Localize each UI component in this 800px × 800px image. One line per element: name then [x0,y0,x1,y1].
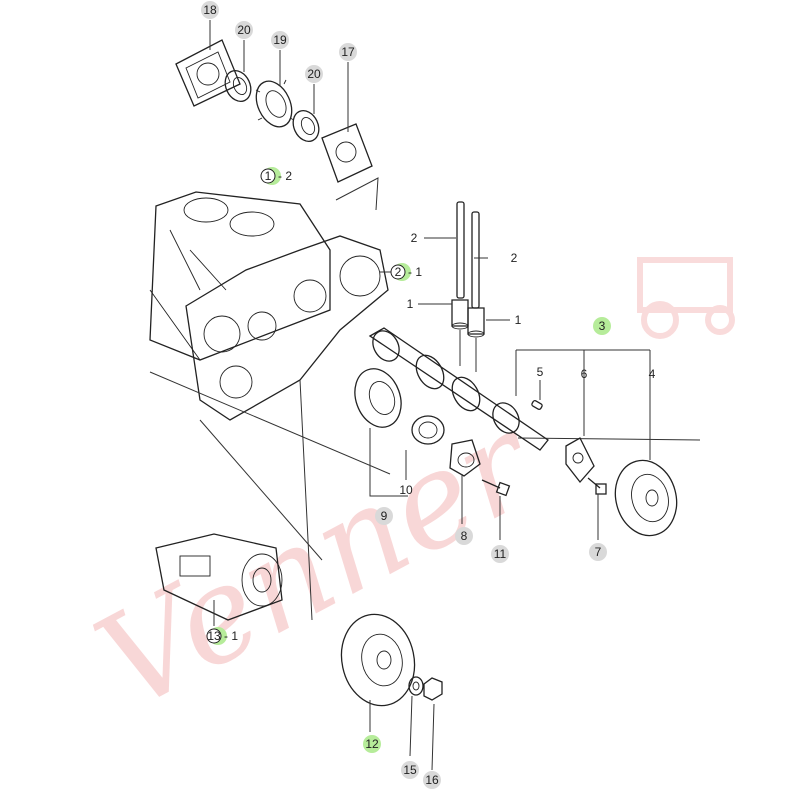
callout-suffix: - 1 [224,629,238,643]
callout-bubble [455,527,473,545]
part-20-bearing-upper [224,69,252,103]
callout-number: 10 [399,483,413,497]
callout-c19: 19 [271,31,289,49]
callout-bubble [363,735,381,753]
part-5-key [531,399,543,411]
callout-bubble [375,507,393,525]
callout-number: 18 [203,3,217,17]
callout-suffix: - 1 [408,265,422,279]
callout-c2a: 2 [411,231,418,245]
callout-number: 2 [395,265,402,279]
callout-bubble [491,545,509,563]
part-13-injection-pump [155,533,283,621]
callout-c8: 8 [455,527,473,545]
leader-lines [209,20,651,771]
callout-c2-1: 2 - 1 [390,263,422,281]
callout-c5: 5 [537,365,544,379]
callout-number: 20 [307,67,321,81]
callout-c3: 3 [593,317,611,335]
callout-number: 1 [407,297,414,311]
part-18-cover-plate [175,39,241,107]
callout-number: 13 [207,629,221,643]
callout-number: 6 [581,367,588,381]
callout-bubble [589,543,607,561]
callout-number: 16 [425,773,439,787]
callout-c13-1: 13- 1 [206,627,238,645]
callout-c20b: 20 [305,65,323,83]
callout-c1b: 1 [515,313,522,327]
callout-number: 2 [411,231,418,245]
callout-number: 20 [237,23,251,37]
part-8-collar [449,439,481,477]
callout-c2b: 2 [511,251,518,265]
callout-bubble [339,43,357,61]
callout-bubble [305,65,323,83]
part-20-bearing-lower [292,109,320,143]
callout-c7: 7 [589,543,607,561]
callout-ring [390,264,406,280]
watermark-text: Venner [74,384,562,740]
assembly-frame-lines [149,177,701,621]
part-2-push-rods [456,201,480,309]
callout-number: 19 [273,33,287,47]
part-1-tappets [451,299,485,372]
watermark: Venner [74,257,735,740]
part-16-nut [423,677,443,701]
callout-c18: 18 [201,1,219,19]
callout-c11: 11 [491,545,509,563]
callout-bubble [271,31,289,49]
callout-bubble [593,317,611,335]
callout-number: 7 [595,545,602,559]
part-10-bushing [411,415,445,445]
callout-number: 11 [494,547,507,561]
callout-number: 4 [649,367,656,381]
callout-c6: 6 [581,367,588,381]
callout-bubble [201,1,219,19]
callout-bubble [423,771,441,789]
callout-number: 12 [365,737,379,751]
callout-c16: 16 [423,771,441,789]
callout-number: 15 [403,763,417,777]
part-4-camshaft-gear [614,459,678,537]
callout-c1a: 1 [407,297,414,311]
part-19-idle-gear [255,79,295,128]
part-12-pump-drive-gear [340,613,416,707]
callout-number: 5 [537,365,544,379]
callout-c17: 17 [339,43,357,61]
callout-c20a: 20 [235,21,253,39]
callout-suffix: - 2 [278,169,292,183]
part-17-bearing-housing [321,123,373,183]
callout-c15: 15 [401,761,419,779]
tractor-watermark-icon [637,257,735,339]
part-7-bolt [587,477,607,495]
callout-bubble [235,21,253,39]
callout-number: 3 [599,319,606,333]
callout-number: 2 [511,251,518,265]
callout-number: 17 [341,45,355,59]
callout-bubble [401,761,419,779]
part-11-bolt [481,479,511,497]
part-9-cam-gear [354,368,402,428]
callout-number: 1 [265,169,272,183]
callout-number: 9 [381,509,388,523]
callout-c9: 9 [375,507,393,525]
part-15-washer [408,676,424,696]
callout-c12: 12 [363,735,381,753]
part-6-thrust-plate [565,437,595,484]
callout-c10: 10 [399,483,413,497]
callout-number: 1 [515,313,522,327]
camshaft [368,327,549,451]
callout-ring [260,168,276,184]
callout-number: 8 [461,529,468,543]
gear-case-front-plate [185,235,389,421]
callout-ring [206,628,222,644]
callout-c4: 4 [649,367,656,381]
engine-block [149,191,331,361]
callout-c1-2: 1 - 2 [260,167,292,185]
